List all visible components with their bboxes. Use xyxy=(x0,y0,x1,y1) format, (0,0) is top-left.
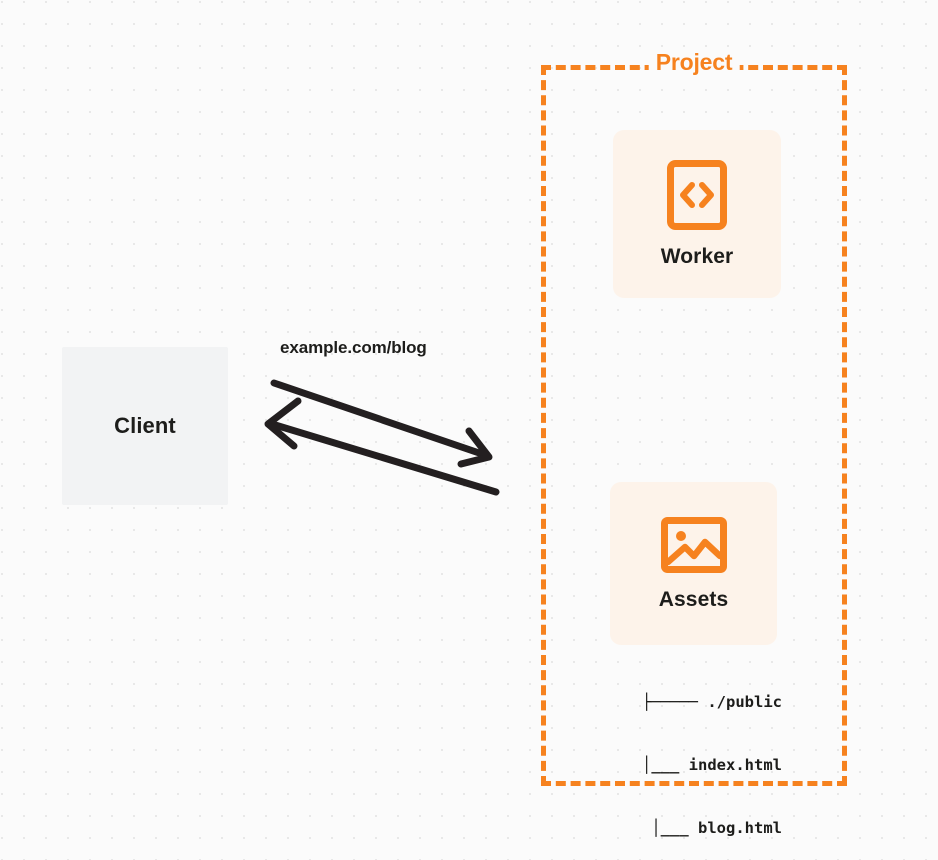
assets-node[interactable]: Assets xyxy=(610,482,777,645)
client-node[interactable]: Client xyxy=(62,347,228,505)
connection-arrows xyxy=(264,379,500,496)
project-title: Project xyxy=(648,49,740,76)
worker-label: Worker xyxy=(660,245,734,268)
response-arrow-icon xyxy=(264,397,500,496)
request-arrow-icon xyxy=(270,379,493,468)
code-brackets-icon xyxy=(667,160,727,230)
image-icon xyxy=(660,516,727,573)
file-tree-row: ├───── ./public xyxy=(642,693,782,711)
assets-file-tree: ├───── ./public │___ index.html │___ blo… xyxy=(588,650,782,860)
worker-node[interactable]: Worker xyxy=(613,130,781,298)
assets-label: Assets xyxy=(658,587,729,611)
client-label: Client xyxy=(114,413,176,438)
project-group: Project xyxy=(541,49,847,786)
file-tree-row: │___ blog.html xyxy=(651,819,782,837)
file-tree-row: │___ index.html xyxy=(642,756,782,774)
request-url-label: example.com/blog xyxy=(280,338,427,357)
